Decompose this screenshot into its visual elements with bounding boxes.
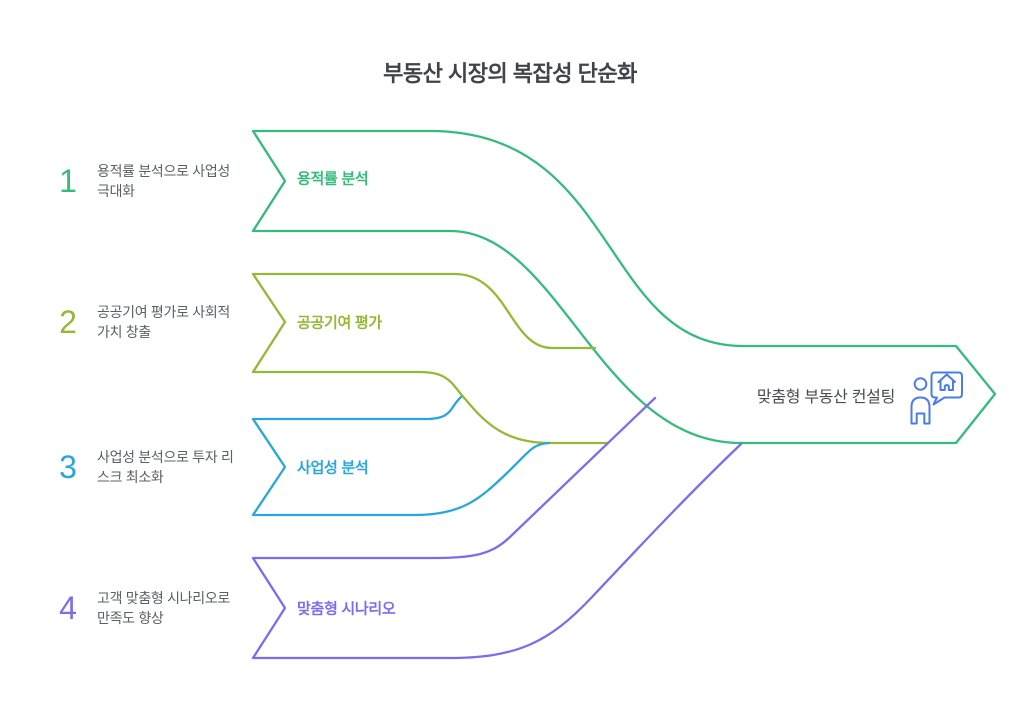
step-2-description: 공공기여 평가로 사회적 가치 창출 [97,304,230,340]
house-body-icon [939,380,954,391]
step-4-number: 4 [59,590,77,626]
person-icon [913,377,928,391]
band-3-outline [251,395,551,517]
step-item-1: 1 용적률 분석으로 사업성 극대화 [56,161,256,201]
step-item-4: 4 고객 맞춤형 시나리오로 만족도 향상 [56,588,256,628]
step-2-number: 2 [59,304,77,340]
band-2-outline [251,272,610,445]
band-1-label: 용적률 분석 [297,170,369,188]
step-3-number: 3 [59,449,77,485]
step-item-2: 2 공공기여 평가로 사회적 가치 창출 [56,302,256,342]
person-body-icon [910,396,931,425]
step-3-description: 사업성 분석으로 투자 리스크 최소화 [97,449,234,485]
band-3-label: 사업성 분석 [297,459,369,477]
band-4-outline [251,396,743,660]
step-1-description: 용적률 분석으로 사업성 극대화 [97,163,230,199]
step-item-3: 3 사업성 분석으로 투자 리스크 최소화 [56,447,256,487]
result-label: 맞춤형 부동산 컨설팅 [756,389,895,406]
house-roof-icon [937,373,956,383]
band-2-label: 공공기여 평가 [297,314,382,332]
step-4-description: 고객 맞춤형 시나리오로 만족도 향상 [97,590,230,626]
band-1-outline [251,129,997,445]
speech-bubble-icon [930,371,963,406]
diagram-title: 부동산 시장의 복잡성 단순화 [383,61,637,86]
person-house-consulting-icon [910,371,963,425]
band-4-label: 맞춤형 시나리오 [297,600,396,618]
step-1-number: 1 [59,163,77,199]
